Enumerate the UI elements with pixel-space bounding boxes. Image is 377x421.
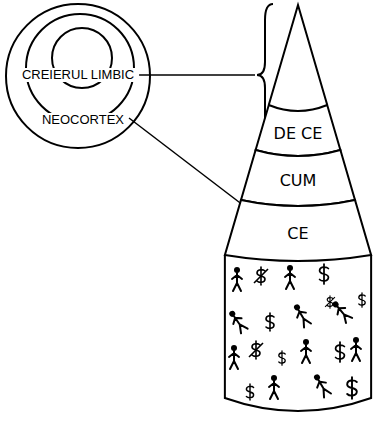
stick-figure <box>285 265 295 289</box>
band-label: DE CE <box>274 125 323 143</box>
region-label: NEOCORTEX <box>40 113 126 128</box>
dollar-stroke <box>279 351 285 365</box>
cross-out <box>249 343 263 357</box>
stick-figure <box>232 267 242 291</box>
figure-body <box>351 343 361 361</box>
cone-band: CUM <box>238 148 358 209</box>
figure-head <box>293 303 301 311</box>
stick-figure <box>229 345 239 369</box>
outer-circle <box>6 4 150 148</box>
figure-body <box>269 381 279 399</box>
dollar-stroke <box>246 384 253 400</box>
dollar-stroke <box>320 264 329 284</box>
cone-tip <box>269 5 327 105</box>
stick-figure <box>226 308 248 333</box>
band-shape <box>256 105 341 156</box>
band-label: CE <box>287 225 308 243</box>
leader-line <box>139 74 255 76</box>
dollar-symbol <box>279 351 285 365</box>
figure-body <box>314 377 332 398</box>
dollar-symbol <box>266 313 274 331</box>
dollar-symbol <box>246 384 253 400</box>
stick-figure <box>351 337 361 361</box>
figure-body <box>301 345 311 363</box>
band-shape <box>241 150 355 206</box>
figure-body <box>232 273 242 291</box>
cone-band: DE CE <box>253 103 343 159</box>
band-label: CUM <box>280 172 317 190</box>
cross-out <box>325 297 335 307</box>
region-label: CREIERUL LIMBIC <box>20 68 136 83</box>
stick-figure <box>269 375 279 399</box>
stick-figure <box>330 299 353 324</box>
dollar-symbol <box>325 296 335 309</box>
dollar-symbol <box>336 342 345 362</box>
dollar-stroke <box>266 313 274 331</box>
figure-body <box>229 351 239 369</box>
dollar-symbol <box>347 377 357 399</box>
band-shape <box>225 200 371 261</box>
figure-head <box>313 373 321 381</box>
figure-body <box>334 303 353 323</box>
stick-figure <box>291 302 312 328</box>
dollar-symbol <box>254 267 268 285</box>
figure-body <box>285 271 295 289</box>
dollar-symbol <box>359 293 365 307</box>
dollar-symbol <box>320 264 329 284</box>
figure-body <box>294 307 312 328</box>
cross-out <box>254 269 268 283</box>
stick-figure <box>311 372 332 398</box>
cone-band: CE <box>222 198 374 264</box>
dollar-stroke <box>359 293 365 307</box>
figure-body <box>230 313 249 333</box>
dollar-symbol <box>249 341 263 359</box>
crowd <box>226 264 365 400</box>
dollar-stroke <box>336 342 345 362</box>
stick-figure <box>301 339 311 363</box>
cylinder <box>225 255 371 411</box>
leader-line <box>129 118 252 212</box>
dollar-stroke <box>347 377 357 399</box>
